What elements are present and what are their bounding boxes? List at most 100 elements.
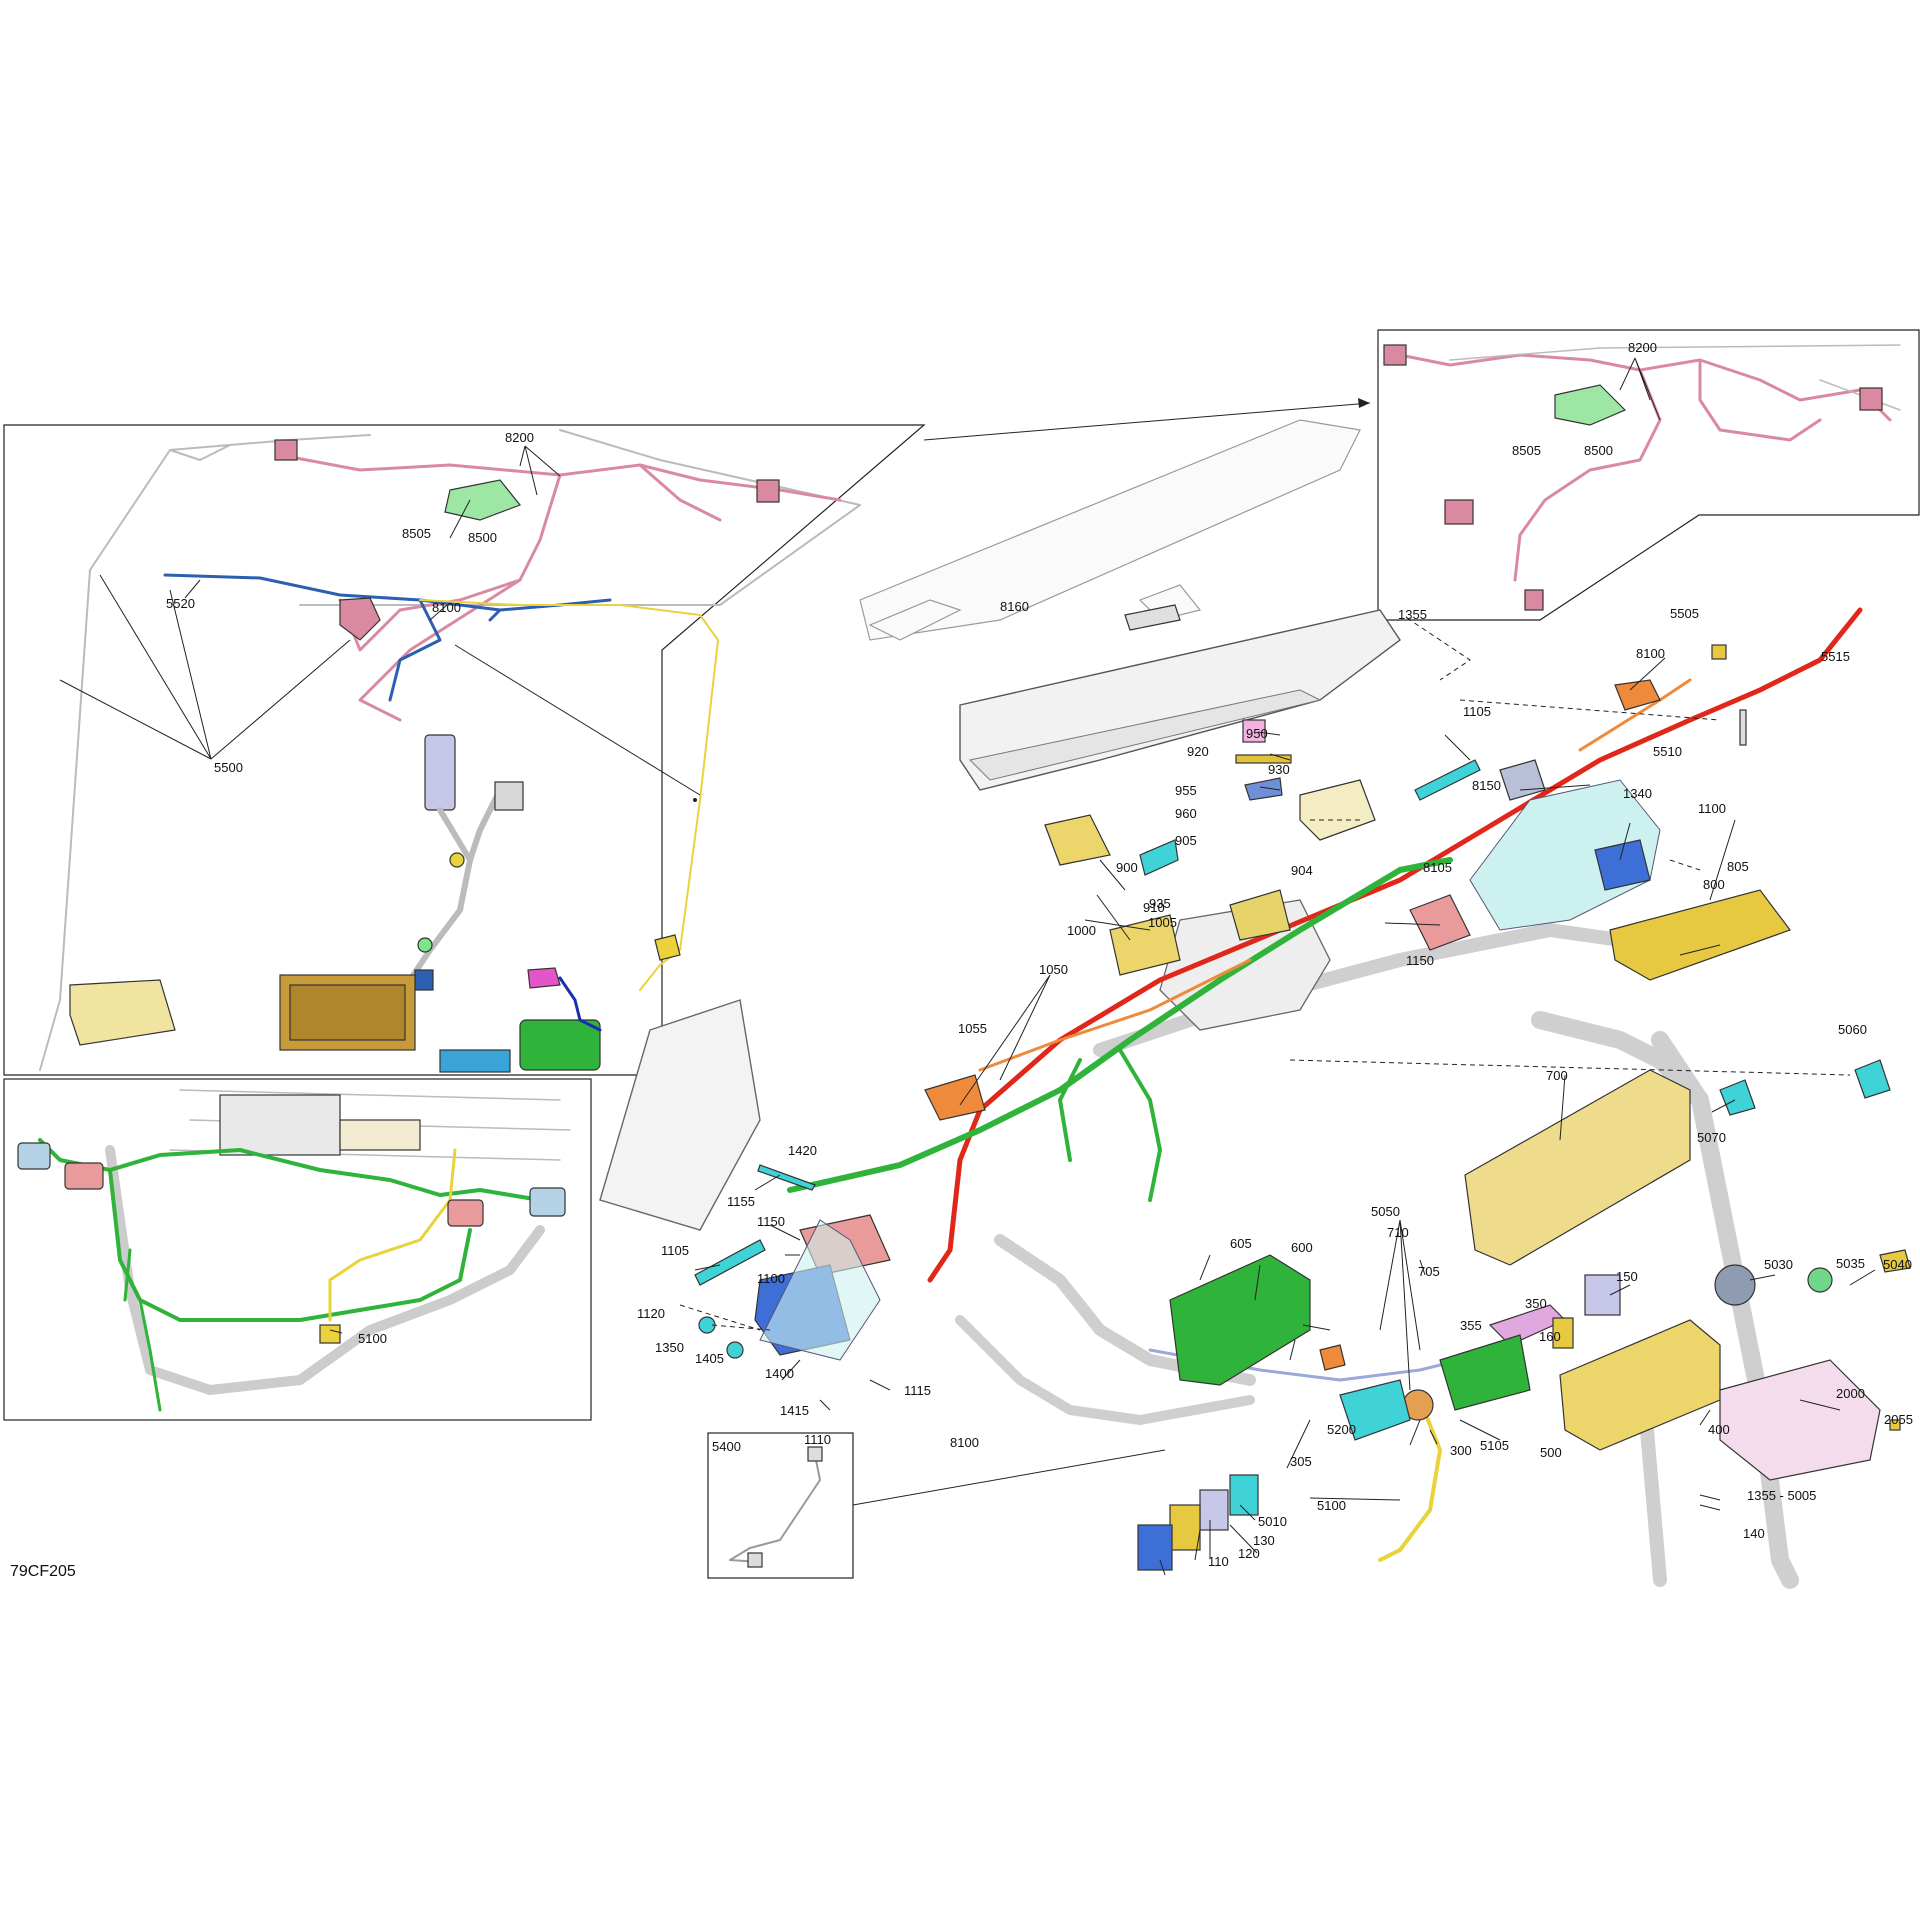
inset4-harness-art bbox=[729, 1454, 821, 1563]
callout-main-51: 5040 bbox=[1883, 1257, 1912, 1272]
part-5505 bbox=[1711, 644, 1727, 660]
callout-main-64: 5100 bbox=[1317, 1498, 1346, 1513]
inset-front-harness-frame bbox=[3, 1078, 592, 1421]
callout-main-43: 8100 bbox=[950, 1435, 979, 1450]
inset4-connector bbox=[747, 1552, 763, 1568]
callout-main-49: 5030 bbox=[1764, 1257, 1793, 1272]
callout-inset3-2: 8500 bbox=[1584, 443, 1613, 458]
callout-main-0: 8160 bbox=[1000, 599, 1029, 614]
inset2-leader bbox=[329, 1329, 343, 1334]
callout-main-38: 1405 bbox=[695, 1351, 724, 1366]
part-920 bbox=[1235, 754, 1292, 764]
callout-main-32: 1155 bbox=[727, 1194, 755, 1209]
callout-main-16: 910 bbox=[1143, 900, 1165, 915]
callout-main-21: 1340 bbox=[1623, 786, 1652, 801]
inset4-leader bbox=[852, 1449, 1166, 1506]
callout-main-23: 805 bbox=[1727, 859, 1749, 874]
callout-main-47: 705 bbox=[1418, 1264, 1440, 1279]
part-5040 bbox=[1879, 1249, 1911, 1273]
callout-main-36: 1120 bbox=[637, 1306, 665, 1321]
inset1-leaders bbox=[59, 445, 701, 796]
part-130 bbox=[1199, 1489, 1229, 1531]
callout-main-22: 1100 bbox=[1698, 801, 1726, 816]
part-5100-orange bbox=[1319, 1344, 1346, 1371]
callout-main-26: 1050 bbox=[1039, 962, 1068, 977]
part-1000 bbox=[1044, 814, 1111, 866]
callout-main-18: 1005 bbox=[1148, 915, 1177, 930]
part-front-bracket bbox=[759, 1219, 881, 1361]
callout-main-53: 350 bbox=[1525, 1296, 1547, 1311]
part-8150 bbox=[1499, 759, 1546, 801]
callout-main-12: 960 bbox=[1175, 806, 1197, 821]
ghost-roof-console bbox=[859, 419, 1361, 641]
callout-inset1-5: 5500 bbox=[214, 760, 243, 775]
part-500 bbox=[1439, 1334, 1531, 1411]
callout-main-10: 930 bbox=[1268, 762, 1290, 777]
callout-main-4: 5515 bbox=[1821, 649, 1850, 664]
callout-main-48: 5050 bbox=[1371, 1204, 1400, 1219]
callout-main-59: 5200 bbox=[1327, 1422, 1356, 1437]
callout-main-1: 1355 bbox=[1398, 607, 1427, 622]
part-1000-mounted bbox=[1109, 914, 1181, 976]
callout-main-67: 140 bbox=[1743, 1526, 1765, 1541]
part-1340-bracket bbox=[1469, 779, 1661, 931]
callout-main-5: 5510 bbox=[1653, 744, 1682, 759]
part-5035 bbox=[1807, 1267, 1833, 1293]
callout-main-58: 2055 bbox=[1884, 1412, 1913, 1427]
part-5030 bbox=[1714, 1264, 1756, 1306]
callout-main-31: 1420 bbox=[788, 1143, 817, 1158]
callout-main-50: 5035 bbox=[1836, 1256, 1865, 1271]
inset-roof-harness-art bbox=[39, 429, 861, 1073]
callout-main-40: 1115 bbox=[904, 1383, 931, 1398]
part-700 bbox=[1464, 1069, 1691, 1266]
part-1420 bbox=[757, 1164, 816, 1191]
callout-inset1-0: 8200 bbox=[505, 430, 534, 445]
callout-main-70: 110 bbox=[1208, 1554, 1229, 1569]
callout-main-45: 600 bbox=[1291, 1240, 1313, 1255]
dashboard-top-panel bbox=[959, 609, 1401, 791]
callout-main-19: 1000 bbox=[1067, 923, 1096, 938]
part-910 bbox=[1139, 839, 1179, 876]
arrow-head bbox=[1358, 398, 1370, 408]
callout-inset3-1: 8505 bbox=[1512, 443, 1541, 458]
part-2000 bbox=[1719, 1359, 1881, 1481]
inset-top-right-frame bbox=[1377, 329, 1920, 621]
callout-main-35: 1100 bbox=[757, 1271, 785, 1286]
part-930 bbox=[1244, 777, 1283, 801]
callout-main-33: 1150 bbox=[757, 1214, 785, 1229]
harness-green-branch bbox=[1058, 1048, 1162, 1202]
harness-yellow bbox=[1378, 1398, 1442, 1562]
callout-main-61: 500 bbox=[1540, 1445, 1562, 1460]
callout-main-39: 1400 bbox=[765, 1366, 794, 1381]
callout-main-29: 5070 bbox=[1697, 1130, 1726, 1145]
callout-main-69: 120 bbox=[1238, 1546, 1260, 1561]
callout-main-37: 1350 bbox=[655, 1340, 684, 1355]
part-2055 bbox=[1889, 1419, 1901, 1431]
part-1405 bbox=[726, 1341, 744, 1359]
callout-main-44: 605 bbox=[1230, 1236, 1252, 1251]
callout-main-68: 130 bbox=[1253, 1533, 1275, 1548]
callout-main-15: 900 bbox=[1116, 860, 1138, 875]
part-1150-rear bbox=[1409, 894, 1471, 951]
part-120 bbox=[1169, 1504, 1201, 1551]
callout-main-34: 1105 bbox=[661, 1243, 689, 1258]
callout-main-54: 355 bbox=[1460, 1318, 1482, 1333]
part-800 bbox=[1609, 889, 1791, 981]
part-110 bbox=[1137, 1524, 1173, 1571]
callout-main-63: 5105 bbox=[1480, 1438, 1509, 1453]
harness-green bbox=[787, 857, 1453, 1193]
callout-main-55: 160 bbox=[1539, 1329, 1561, 1344]
callout-main-62: 305 bbox=[1290, 1454, 1312, 1469]
callout-inset2-0: 5100 bbox=[358, 1331, 387, 1346]
callout-inset1-4: 8100 bbox=[432, 600, 461, 615]
callout-main-52: 150 bbox=[1616, 1269, 1638, 1284]
callout-main-24: 800 bbox=[1703, 877, 1725, 892]
inset4-connector bbox=[807, 1446, 823, 1462]
callout-main-3: 5505 bbox=[1670, 606, 1699, 621]
callout-main-46: 710 bbox=[1387, 1225, 1409, 1240]
callout-main-13: 905 bbox=[1175, 833, 1197, 848]
part-900-mounted bbox=[1229, 889, 1291, 941]
callout-inset4-0: 5400 bbox=[712, 1439, 741, 1454]
